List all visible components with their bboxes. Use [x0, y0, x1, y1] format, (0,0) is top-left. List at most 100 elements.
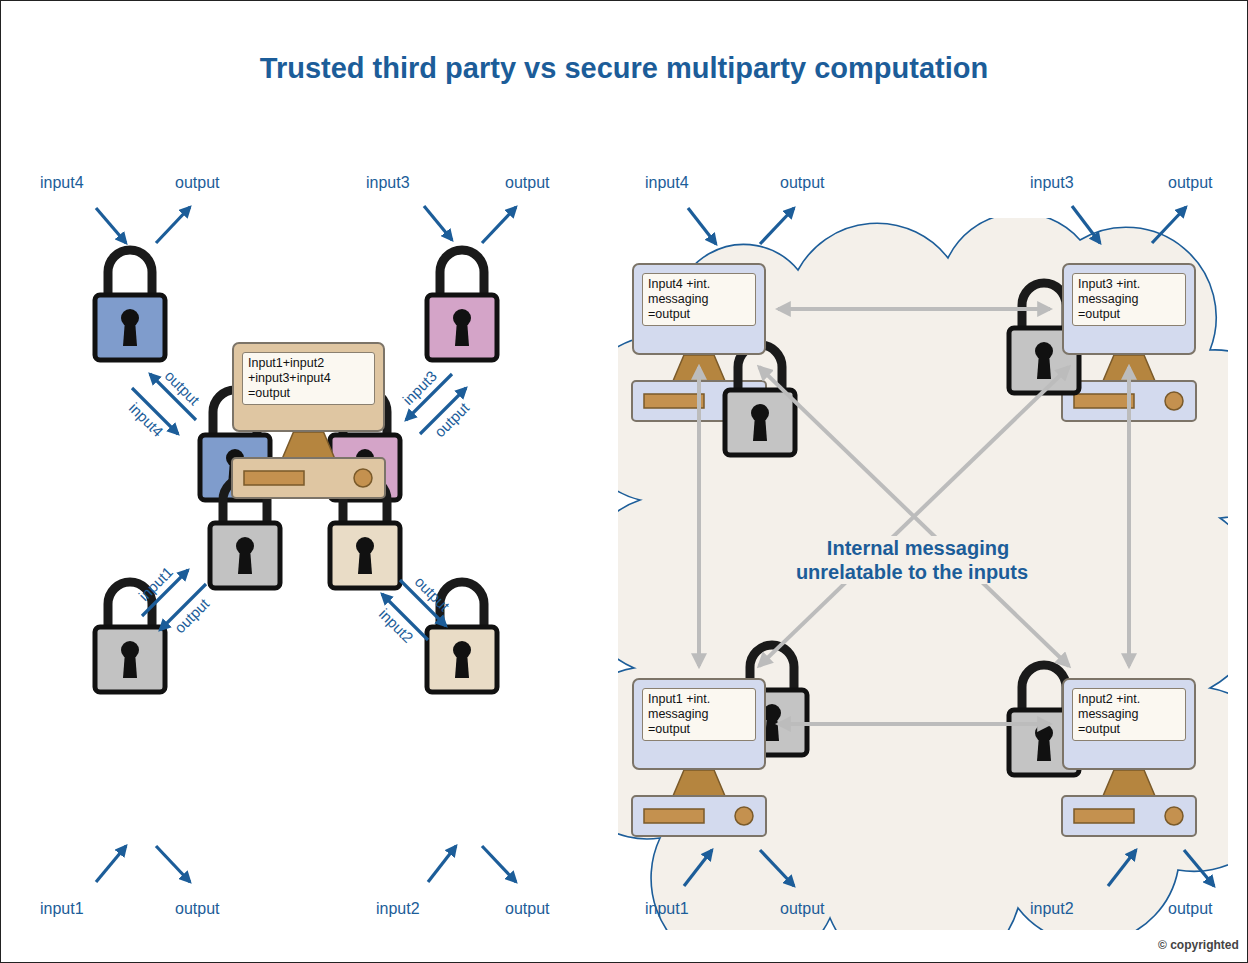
computer-case: [232, 458, 385, 498]
message-arrow: [759, 367, 1069, 666]
arrow-label: input4: [125, 399, 167, 441]
arrow-label: output: [431, 399, 473, 441]
drive-slot: [644, 809, 704, 823]
drive-slot: [644, 394, 704, 408]
party-computer-screen: Input3 +int. messaging =output: [1062, 263, 1196, 355]
diagram-title: Trusted third party vs secure multiparty…: [0, 52, 1248, 85]
arrow-label: output: [161, 367, 203, 409]
flow-label: output: [1168, 900, 1212, 918]
cloud-caption: Internal messaging unrelatable to the in…: [775, 536, 1055, 584]
keyhole: [1037, 353, 1051, 379]
computer-case: [1062, 796, 1196, 836]
network-cloud: Internal messaging unrelatable to the in…: [618, 218, 1228, 930]
computer-base: [232, 432, 385, 498]
arrow-label: input1: [135, 563, 177, 605]
flow-label: output: [780, 174, 824, 192]
party-computer-screen: Input4 +int. messaging =output: [632, 263, 766, 355]
padlock-body: [725, 390, 795, 455]
flow-label: input2: [1030, 900, 1074, 918]
flow-arrow: [96, 846, 126, 882]
keyhole: [358, 548, 372, 574]
flow-label: output: [1168, 174, 1212, 192]
flow-arrow: [156, 846, 190, 882]
caption-text: Internal messaging unrelatable to the in…: [796, 536, 1034, 584]
flow-label: input4: [645, 174, 689, 192]
screen-text: Input1+input2 +input3+input4 =output: [248, 356, 369, 401]
arrow-label: output: [171, 595, 213, 637]
message-arrow: [759, 367, 1069, 666]
screen-panel: Input2 +int. messaging =output: [1072, 688, 1186, 741]
flow-arrow: [684, 850, 712, 886]
power-button: [1165, 392, 1183, 410]
drive-slot: [1074, 809, 1134, 823]
flow-arrow: [1072, 206, 1100, 243]
flow-label: output: [505, 174, 549, 192]
screen-text: Input3 +int. messaging =output: [1078, 277, 1180, 322]
padlock-shackle: [1022, 665, 1066, 712]
message-arrow: [778, 722, 1050, 726]
drive-slot: [1074, 394, 1134, 408]
flow-arrow: [688, 208, 716, 244]
padlock: [725, 345, 795, 455]
keyhole: [753, 415, 767, 441]
trusted-computer-screen: Input1+input2 +input3+input4 =output: [232, 342, 385, 432]
monitor-stand: [283, 432, 335, 458]
computer-base: [1062, 770, 1196, 836]
keyhole: [1037, 735, 1051, 761]
padlock: [95, 250, 165, 360]
keyhole: [455, 320, 469, 346]
padlock-body: [427, 627, 497, 692]
arrow-label: output: [411, 573, 453, 615]
computer-case: [632, 796, 766, 836]
screen-panel: Input4 +int. messaging =output: [642, 273, 756, 326]
flow-label: input2: [376, 900, 420, 918]
padlock-body: [95, 295, 165, 360]
padlock-body: [330, 523, 400, 588]
flow-label: input4: [40, 174, 84, 192]
message-arrow: [778, 307, 1050, 311]
flow-label: output: [780, 900, 824, 918]
message-arrow: [1127, 367, 1131, 666]
padlock: [95, 582, 165, 692]
screen-panel: Input1 +int. messaging =output: [642, 688, 756, 741]
power-button: [1165, 807, 1183, 825]
flow-label: input1: [645, 900, 689, 918]
screen-text: Input2 +int. messaging =output: [1078, 692, 1180, 737]
flow-arrow: [482, 207, 516, 243]
power-button: [354, 469, 372, 487]
padlock-shackle: [440, 250, 484, 297]
flow-label: output: [175, 900, 219, 918]
keyhole: [765, 715, 779, 741]
flow-arrow: [482, 846, 516, 882]
flow-arrow: [1152, 207, 1186, 243]
power-button: [735, 807, 753, 825]
padlock: [427, 250, 497, 360]
keyhole: [123, 652, 137, 678]
padlock-shackle: [108, 250, 152, 297]
screen-panel: Input1+input2 +input3+input4 =output: [242, 352, 375, 405]
padlock-body: [95, 627, 165, 692]
keyhole: [238, 548, 252, 574]
flow-arrow: [760, 208, 794, 244]
flow-arrow: [96, 208, 126, 243]
flow-label: input1: [40, 900, 84, 918]
padlock-body: [210, 523, 280, 588]
flow-arrow: [428, 846, 456, 882]
flow-label: output: [175, 174, 219, 192]
flow-arrow: [424, 206, 452, 240]
party-computer-screen: Input2 +int. messaging =output: [1062, 678, 1196, 770]
flow-arrow: [1108, 850, 1136, 886]
drive-slot: [244, 471, 304, 485]
flow-arrow: [1184, 850, 1214, 886]
computer-base: [632, 770, 766, 836]
screen-panel: Input3 +int. messaging =output: [1072, 273, 1186, 326]
monitor-stand: [1103, 770, 1155, 796]
copyright-note: © copyrighted: [1158, 936, 1239, 954]
keyhole: [123, 320, 137, 346]
monitor-stand: [673, 770, 725, 796]
flow-arrow: [760, 850, 794, 886]
